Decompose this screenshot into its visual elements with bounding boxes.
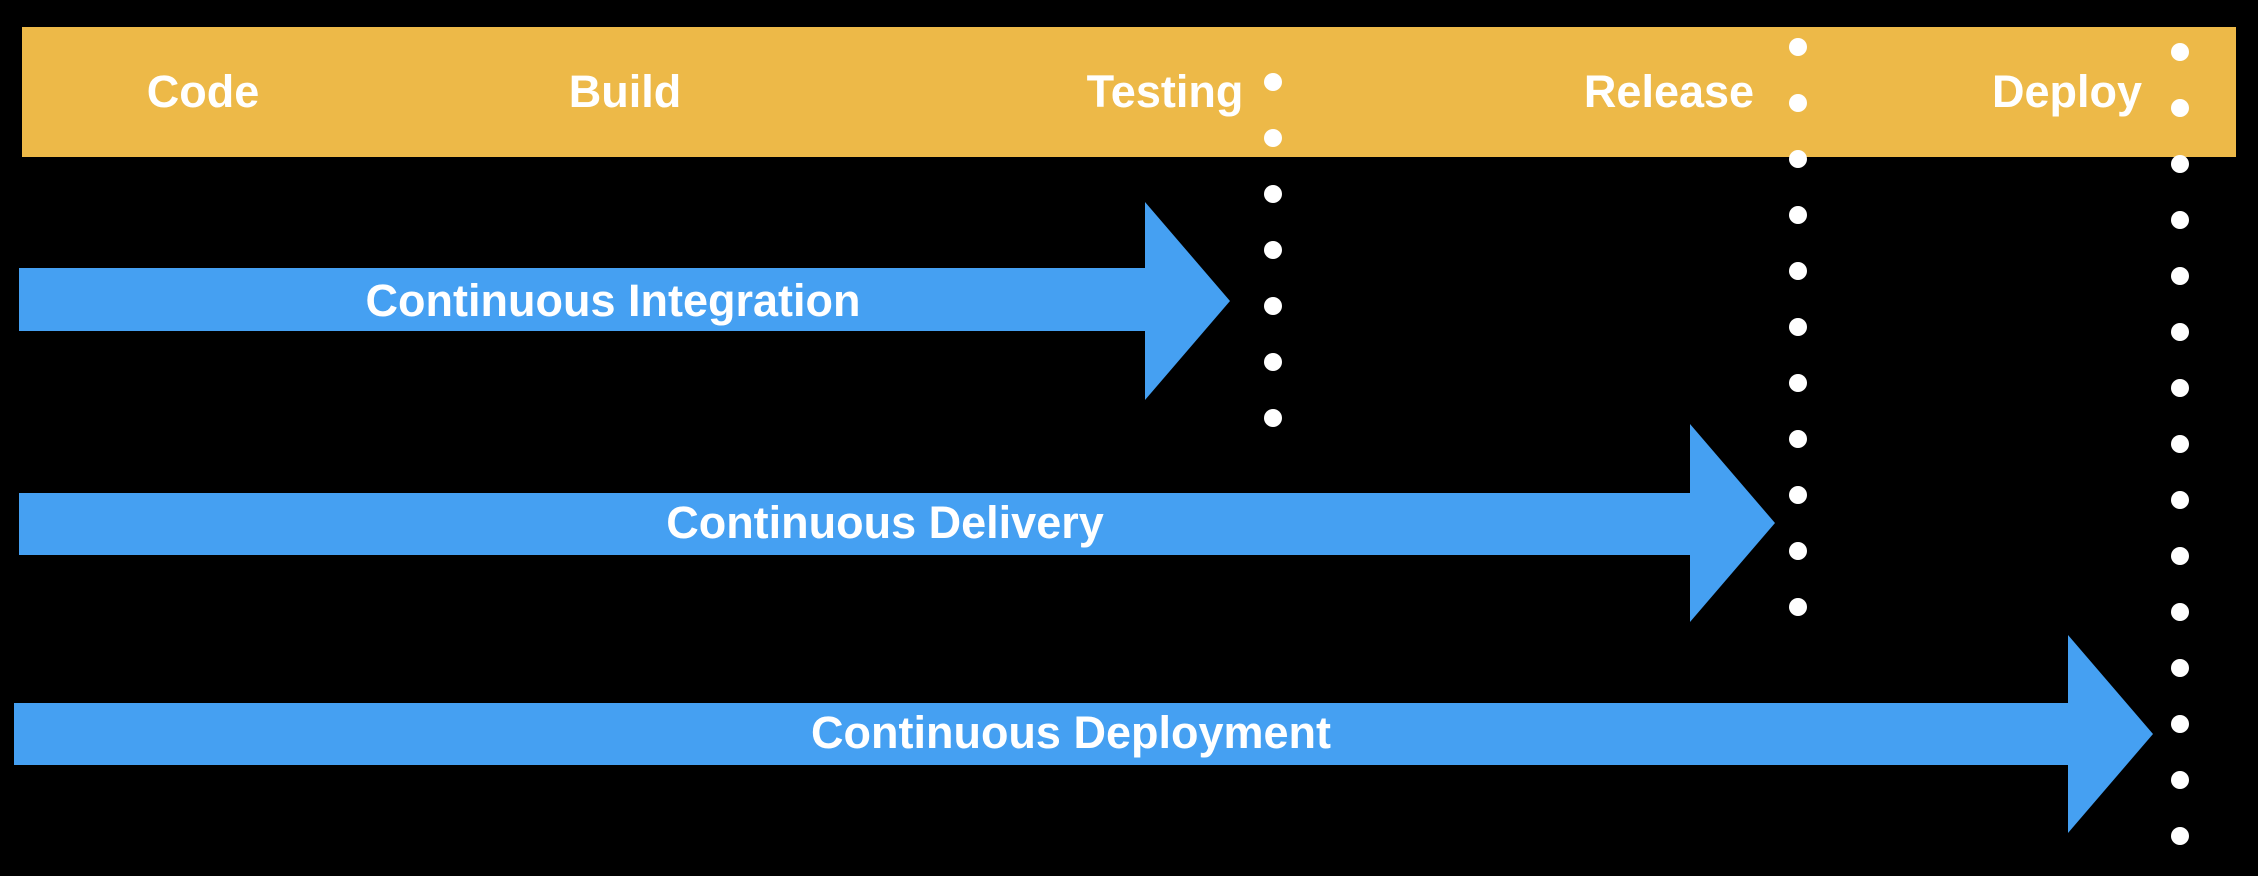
separator-dot: [2171, 715, 2189, 733]
separator-dot: [1264, 185, 1282, 203]
stage-label-deploy: Deploy: [1991, 66, 2143, 117]
stage-label-testing: Testing: [1086, 66, 1244, 117]
separator-dot: [2171, 659, 2189, 677]
separator-dot: [1789, 262, 1807, 280]
separator-dot: [2171, 771, 2189, 789]
continuous-deployment-label: Continuous Deployment: [811, 707, 1331, 758]
separator-dot: [1789, 318, 1807, 336]
separator-dot: [1789, 430, 1807, 448]
arrow-head-icon: [2068, 635, 2153, 833]
continuous-integration-label: Continuous Integration: [365, 275, 861, 326]
separator-dot: [2171, 603, 2189, 621]
separator-dot: [1789, 598, 1807, 616]
separator-dot: [1264, 129, 1282, 147]
separator-dot: [1264, 73, 1282, 91]
continuous-deployment-arrow: [14, 635, 2153, 833]
stage-header-bar: [22, 27, 2236, 157]
arrow-head-icon: [1690, 423, 1775, 622]
separator-dot: [1789, 374, 1807, 392]
separator-dot: [1789, 542, 1807, 560]
arrow-shaft: [19, 493, 1690, 555]
continuous-delivery-arrow: [19, 423, 1775, 622]
separator-dot: [1264, 353, 1282, 371]
continuous-integration-arrow: [19, 202, 1230, 400]
separator-dot: [1264, 297, 1282, 315]
separator-dot: [2171, 155, 2189, 173]
separator-dot: [2171, 211, 2189, 229]
arrow-head-icon: [1145, 202, 1230, 400]
separator-dot: [2171, 99, 2189, 117]
separator-dot: [1264, 409, 1282, 427]
stage-label-code: Code: [146, 66, 260, 117]
separator-dot: [2171, 267, 2189, 285]
separator-dot: [2171, 435, 2189, 453]
arrow-shaft: [14, 703, 2068, 765]
stage-label-build: Build: [568, 66, 682, 117]
separator-dot: [2171, 43, 2189, 61]
separator-dot: [2171, 379, 2189, 397]
separator-dot: [1789, 486, 1807, 504]
separator-dot: [2171, 547, 2189, 565]
stage-label-release: Release: [1583, 66, 1755, 117]
separator-dot: [1789, 38, 1807, 56]
separator-dot: [1789, 94, 1807, 112]
separator-dot: [1264, 241, 1282, 259]
separator-dot: [1789, 206, 1807, 224]
separator-dot: [2171, 827, 2189, 845]
separator-dot: [1789, 150, 1807, 168]
continuous-delivery-label: Continuous Delivery: [666, 497, 1104, 548]
arrow-shaft: [19, 268, 1145, 331]
separator-dot: [2171, 323, 2189, 341]
separator-dot: [2171, 491, 2189, 509]
